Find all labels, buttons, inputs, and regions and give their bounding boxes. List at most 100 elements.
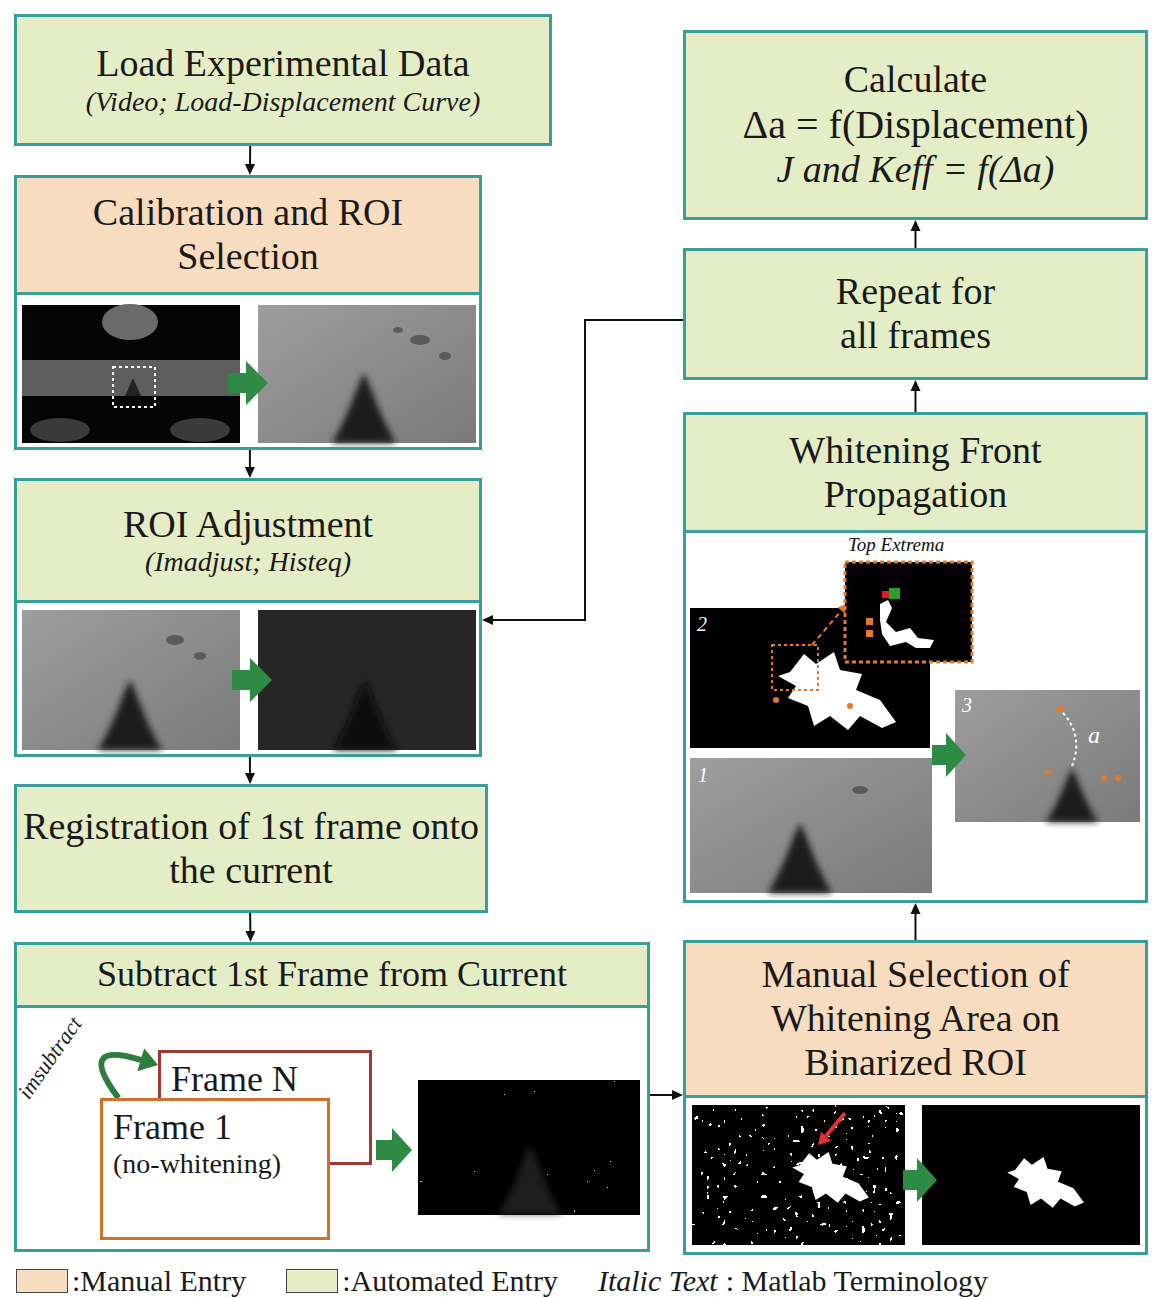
speckles: [692, 1105, 905, 1245]
connector-line: [101, 1055, 141, 1098]
roi-image: [22, 610, 240, 750]
legend-swatch: [16, 1269, 68, 1293]
loop-arrow: [482, 320, 683, 625]
node-text: Registration of 1st frame onto the curre…: [21, 805, 481, 892]
whitening-detail: [880, 600, 934, 648]
legend-text: :Manual Entry: [72, 1264, 246, 1297]
result-image: [955, 690, 1140, 822]
notch: [332, 373, 396, 443]
extremum-dot: [866, 630, 873, 637]
notch: [768, 823, 832, 893]
spot: [410, 335, 430, 345]
header-band: Manual Selection of Whitening Area on Bi…: [686, 943, 1145, 1098]
process-box: Whitening Front Propagation: [683, 412, 1148, 903]
arrow-head: [245, 931, 255, 942]
legend-note: Italic Text: [598, 1264, 718, 1297]
header-band: Registration of 1st frame onto the curre…: [17, 787, 485, 910]
flow-arrow: [911, 220, 921, 248]
header-band: Load Experimental Data(Video; Load-Displ…: [17, 17, 549, 143]
whitening-blob: [778, 652, 896, 730]
top-extremum: [889, 588, 900, 599]
support: [170, 418, 230, 442]
block-arrow: [228, 361, 268, 405]
arrow-head: [245, 467, 255, 478]
connector-line: [915, 230, 917, 248]
support: [30, 418, 90, 442]
header-band: Calibration and ROI Selection: [17, 178, 479, 295]
subtract-arrow: [101, 1048, 158, 1098]
legend-note: : Matlab Terminology: [726, 1264, 988, 1297]
node-text: Whitening Front Propagation: [756, 429, 1076, 516]
roi-image: [690, 758, 932, 893]
extremum-dot: [1045, 769, 1051, 775]
frame-box: Frame 1(no-whitening): [100, 1098, 330, 1240]
arrow-head: [911, 380, 921, 391]
node-text: Repeat for all frames: [816, 270, 1016, 357]
top-extremum: [882, 591, 889, 598]
manual-step-box: Calibration and ROI Selection: [14, 175, 482, 450]
extremum-dot: [773, 697, 779, 703]
extremum-dot: [1101, 775, 1107, 781]
spot: [393, 327, 403, 333]
difference-image: [418, 1080, 640, 1215]
process-box: Registration of 1st frame onto the curre…: [14, 784, 488, 913]
crack-length: [1062, 712, 1076, 766]
selected-image: [922, 1105, 1140, 1245]
node-text: (no-whitening): [113, 1148, 281, 1180]
header-band: Repeat for all frames: [686, 251, 1145, 377]
arrow-head: [245, 164, 255, 175]
connector-line: [915, 390, 917, 412]
flow-arrow: [911, 903, 921, 940]
extremum-dot: [866, 618, 873, 625]
whitening-blob: [792, 1152, 869, 1203]
flow-arrow: [911, 380, 921, 412]
header-band: Whitening Front Propagation: [686, 415, 1145, 533]
notch: [125, 378, 141, 396]
block-arrow: [232, 658, 272, 702]
node-text: Frame N: [171, 1059, 298, 1100]
legend-swatch: [286, 1269, 338, 1293]
flow-arrow: [245, 450, 255, 478]
callout-number: 3: [962, 694, 972, 716]
header-band: ROI Adjustment(Imadjust; Histeq): [17, 481, 479, 603]
binarized-image: [692, 1105, 905, 1245]
node-text: ROI Adjustment: [123, 503, 373, 547]
roi-image: [258, 305, 476, 443]
notch: [1046, 768, 1098, 822]
connector-line: [492, 320, 683, 620]
header-band: Frame 1(no-whitening): [103, 1101, 327, 1237]
manual-step-box: Manual Selection of Whitening Area on Bi…: [683, 940, 1148, 1255]
callout-number: 1: [698, 764, 708, 786]
notch: [333, 680, 397, 750]
arrow-head: [672, 1090, 683, 1100]
video-frame: [22, 305, 240, 443]
extremum-dot: [847, 703, 853, 709]
arrow-head: [482, 615, 493, 625]
extremum-dot: [1115, 775, 1121, 781]
zoom-inset: [845, 562, 972, 662]
spot: [852, 786, 868, 794]
grip: [102, 304, 158, 340]
zoom-leader: [812, 611, 841, 645]
connector-line: [915, 913, 917, 940]
block-arrow: [932, 733, 966, 777]
notch: [98, 680, 162, 750]
process-box: ROI Adjustment(Imadjust; Histeq): [14, 478, 482, 757]
connector-line: [249, 146, 251, 165]
node-text: Frame 1: [113, 1107, 232, 1148]
node-text: (Video; Load-Displacement Curve): [86, 86, 481, 118]
connector-line: [249, 913, 251, 932]
block-arrow: [903, 1158, 937, 1202]
header-band: Subtract 1st Frame from Current: [17, 945, 647, 1008]
connector-line: [249, 757, 251, 774]
speckles: [418, 1080, 640, 1215]
zoom-box: [772, 645, 818, 690]
pointer-arrow: [826, 1113, 845, 1136]
roi-box: [113, 367, 155, 407]
node-text: Δa = f(Displacement): [743, 102, 1089, 148]
arrow-head: [245, 773, 255, 784]
spot: [194, 652, 206, 660]
node-text: Subtract 1st Frame from Current: [97, 954, 567, 995]
specimen: [22, 360, 240, 396]
flow-arrow: [245, 913, 255, 942]
